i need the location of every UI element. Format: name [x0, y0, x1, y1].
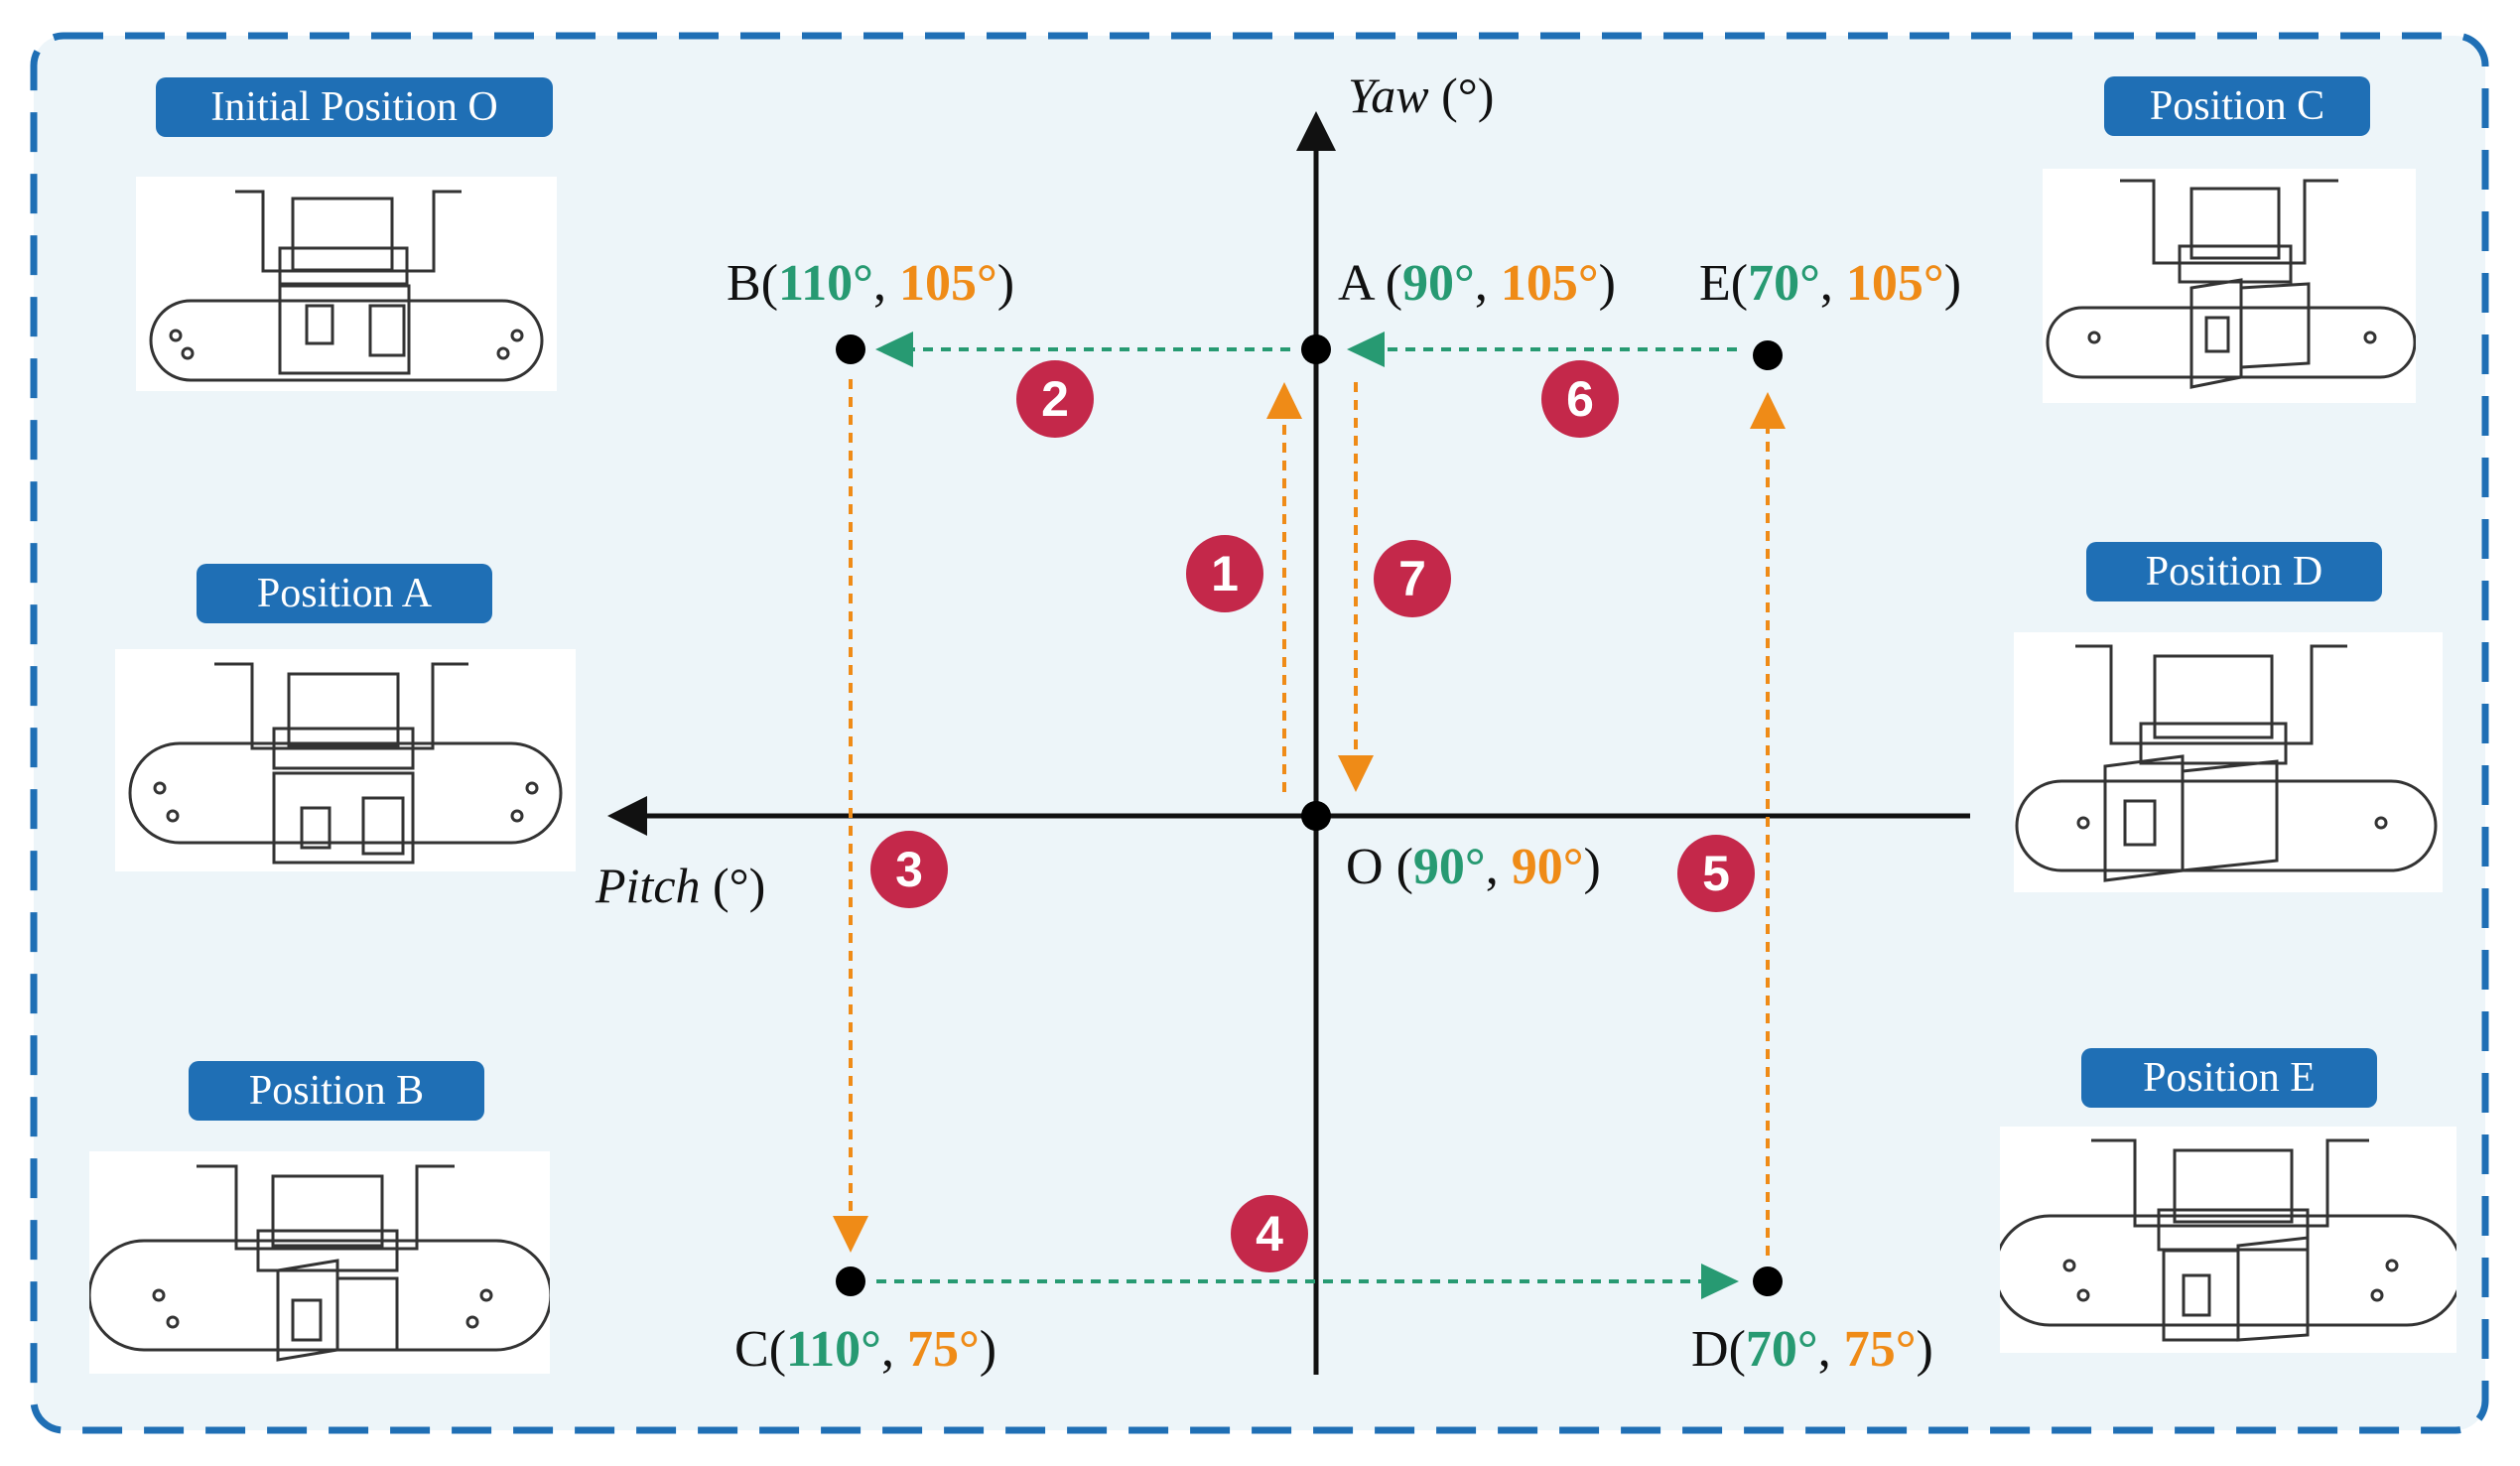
pitch-axis-label: Pitch (°) — [596, 856, 765, 915]
dashed-frame — [30, 32, 2489, 1434]
point-c-pitch: 110° — [786, 1321, 881, 1378]
label-position-b: Position B — [189, 1061, 484, 1121]
step-badge-2: 2 — [1016, 360, 1094, 438]
gimbal-icon — [87, 1164, 553, 1362]
point-d-pitch: 70° — [1745, 1321, 1818, 1378]
yaw-axis-label: Yaw (°) — [1348, 66, 1494, 125]
photo-position-a — [115, 649, 576, 871]
path-step-7-arrowhead — [1338, 755, 1374, 792]
point-b-pitch: 110° — [778, 255, 873, 312]
point-e-pitch: 70° — [1748, 255, 1820, 312]
point-d — [1753, 1266, 1783, 1296]
point-d-letter: D — [1691, 1321, 1729, 1378]
path-step-2-arrowhead — [875, 332, 913, 367]
photo-initial-position-o — [136, 177, 557, 391]
point-b-yaw: 105° — [898, 255, 997, 312]
point-d-yaw: 75° — [1843, 1321, 1917, 1378]
path-step-6-arrowhead — [1347, 332, 1385, 367]
point-a-yaw: 105° — [1500, 255, 1599, 312]
point-o-label: O (90°, 90°) — [1346, 839, 1601, 895]
gimbal-icon — [149, 190, 544, 382]
yaw-axis-unit: (°) — [1428, 67, 1495, 123]
point-c-letter: C — [734, 1321, 769, 1378]
point-e — [1753, 340, 1783, 370]
photo-position-e — [1993, 1127, 2463, 1353]
point-b-label: B(110°, 105°) — [727, 255, 1015, 312]
path-step-1-arrowhead — [1266, 382, 1302, 419]
pitch-axis-unit: (°) — [700, 858, 766, 913]
path-step-5-arrowhead — [1750, 392, 1786, 429]
point-o — [1301, 801, 1331, 831]
label-position-a: Position A — [197, 564, 492, 623]
point-o-yaw: 90° — [1511, 839, 1584, 895]
point-e-letter: E — [1699, 255, 1731, 312]
step-badge-5: 5 — [1677, 835, 1755, 912]
photo-position-c — [2043, 169, 2417, 403]
gimbal-icon — [1993, 1138, 2463, 1342]
step-badge-7: 7 — [1374, 540, 1451, 617]
point-a-pitch: 90° — [1402, 255, 1475, 312]
point-o-letter: O — [1346, 839, 1384, 895]
point-a-letter: A — [1338, 255, 1373, 312]
point-c — [836, 1266, 865, 1296]
gimbal-icon — [2046, 179, 2417, 389]
point-b-letter: B — [727, 255, 761, 312]
label-position-e: Position E — [2081, 1048, 2377, 1108]
photo-position-b — [87, 1151, 553, 1374]
point-b — [836, 334, 865, 364]
pitch-axis-arrowhead — [607, 796, 647, 836]
point-a — [1301, 334, 1331, 364]
photo-position-d — [2014, 632, 2443, 892]
point-e-yaw: 105° — [1845, 255, 1944, 312]
yaw-axis-name: Yaw — [1348, 67, 1429, 123]
label-position-c: Position C — [2104, 76, 2370, 136]
yaw-axis-arrowhead — [1296, 111, 1336, 151]
point-c-label: C(110°, 75°) — [734, 1321, 997, 1378]
step-badge-4: 4 — [1231, 1195, 1308, 1272]
point-a-label: A (90°, 105°) — [1338, 255, 1616, 312]
gimbal-icon — [2015, 644, 2438, 882]
label-initial-position-o: Initial Position O — [156, 77, 553, 137]
label-position-d: Position D — [2086, 542, 2382, 601]
point-d-label: D(70°, 75°) — [1691, 1321, 1933, 1378]
step-badge-1: 1 — [1186, 535, 1263, 612]
step-badge-6: 6 — [1541, 360, 1619, 438]
path-step-3-arrowhead — [833, 1216, 868, 1253]
pitch-axis-name: Pitch — [596, 858, 701, 913]
path-step-4-arrowhead — [1701, 1264, 1739, 1299]
step-badge-3: 3 — [870, 831, 948, 908]
point-o-pitch: 90° — [1412, 839, 1486, 895]
point-c-yaw: 75° — [906, 1321, 980, 1378]
point-e-label: E(70°, 105°) — [1699, 255, 1962, 312]
gimbal-icon — [128, 662, 563, 865]
